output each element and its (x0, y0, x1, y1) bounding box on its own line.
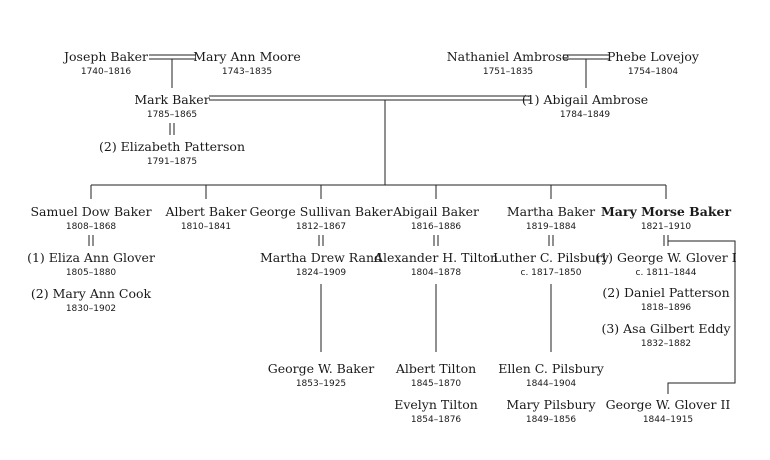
person-dates: 1844–1904 (525, 379, 577, 389)
person-name: Abigail Baker (392, 204, 480, 219)
person-name: Martha Baker (506, 204, 596, 219)
person-name: Phebe Lovejoy (607, 49, 699, 64)
person-dates: 1810–1841 (180, 222, 232, 232)
person-mary-pilsbury: Mary Pilsbury 1849–1856 (506, 397, 595, 426)
person-mark-baker: Mark Baker 1785–1865 (134, 92, 209, 121)
person-dates: 1754–1804 (627, 67, 679, 77)
person-name: (2) Daniel Patterson (602, 285, 730, 300)
person-name: Samuel Dow Baker (30, 204, 152, 219)
person-name: (2) Mary Ann Cook (30, 286, 152, 301)
person-name: Mark Baker (134, 92, 210, 107)
person-dates: 1844–1915 (642, 415, 694, 425)
person-luther-c-pilsbury: Luther C. Pilsbury c. 1817–1850 (493, 250, 609, 279)
person-dates: 1784–1849 (559, 110, 611, 120)
person-dates: 1854–1876 (410, 415, 462, 425)
person-dates: 1818–1896 (640, 303, 692, 313)
person-dates: 1816–1886 (410, 222, 462, 232)
person-abigail-ambrose: (1) Abigail Ambrose 1784–1849 (522, 92, 648, 121)
person-dates: 1853–1925 (295, 379, 347, 389)
person-elizabeth-patterson: (2) Elizabeth Patterson 1791–1875 (99, 139, 245, 168)
person-albert-tilton: Albert Tilton 1845–1870 (396, 361, 476, 390)
person-name: Albert Baker (165, 204, 247, 219)
person-dates: 1824–1909 (295, 268, 347, 278)
person-ellen-c-pilsbury: Ellen C. Pilsbury 1844–1904 (498, 361, 604, 390)
person-dates: 1832–1882 (640, 339, 692, 349)
person-name: Evelyn Tilton (394, 397, 478, 412)
person-nathaniel-ambrose: Nathaniel Ambrose 1751–1835 (447, 49, 570, 78)
person-dates: 1845–1870 (410, 379, 462, 389)
person-george-w-glover-ii: George W. Glover II 1844–1915 (606, 397, 731, 426)
person-daniel-patterson: (2) Daniel Patterson 1818–1896 (602, 285, 729, 314)
person-martha-baker: Martha Baker 1819–1884 (507, 204, 595, 233)
person-dates: 1821–1910 (640, 222, 692, 232)
person-name: Luther C. Pilsbury (493, 250, 609, 265)
person-george-sullivan-baker: George Sullivan Baker 1812–1867 (250, 204, 393, 233)
person-name: (1) George W. Glover I (595, 250, 737, 265)
person-eliza-ann-glover: (1) Eliza Ann Glover 1805–1880 (27, 250, 155, 279)
person-martha-drew-rand: Martha Drew Rand 1824–1909 (260, 250, 382, 279)
person-samuel-dow-baker: Samuel Dow Baker 1808–1868 (30, 204, 151, 233)
person-name: Mary Ann Moore (193, 49, 301, 64)
person-name: Albert Tilton (395, 361, 477, 376)
person-name: (2) Elizabeth Patterson (99, 139, 245, 154)
person-dates: c. 1817–1850 (520, 268, 582, 278)
person-dates: 1849–1856 (525, 415, 577, 425)
person-mary-morse-baker: Mary Morse Baker 1821–1910 (601, 204, 731, 233)
person-dates: 1819–1884 (525, 222, 577, 232)
person-dates: 1830–1902 (65, 304, 117, 314)
person-dates: c. 1811–1844 (635, 268, 697, 278)
person-dates: 1812–1867 (295, 222, 347, 232)
person-name: (1) Eliza Ann Glover (27, 250, 155, 265)
person-name: George W. Glover II (605, 397, 731, 412)
person-name: (3) Asa Gilbert Eddy (601, 321, 731, 336)
person-dates: 1751–1835 (482, 67, 534, 77)
person-phebe-lovejoy: Phebe Lovejoy 1754–1804 (607, 49, 699, 78)
person-name: George W. Baker (267, 361, 375, 376)
person-name: Mary Pilsbury (506, 397, 596, 412)
person-albert-baker: Albert Baker 1810–1841 (166, 204, 247, 233)
person-joseph-baker: Joseph Baker 1740–1816 (64, 49, 148, 78)
person-name: Martha Drew Rand (260, 250, 382, 265)
person-asa-gilbert-eddy: (3) Asa Gilbert Eddy 1832–1882 (601, 321, 730, 350)
person-name: Ellen C. Pilsbury (498, 361, 604, 376)
person-abigail-baker: Abigail Baker 1816–1886 (393, 204, 479, 233)
person-name: Joseph Baker (64, 49, 148, 64)
person-name: Nathaniel Ambrose (446, 49, 570, 64)
person-name: George Sullivan Baker (249, 204, 393, 219)
person-dates: 1743–1835 (221, 67, 273, 77)
person-name: Alexander H. Tilton (373, 250, 499, 265)
person-dates: 1785–1865 (146, 110, 198, 120)
person-dates: 1808–1868 (65, 222, 117, 232)
person-mary-ann-cook: (2) Mary Ann Cook 1830–1902 (31, 286, 151, 315)
person-george-w-glover-i: (1) George W. Glover I c. 1811–1844 (595, 250, 736, 279)
person-name: Mary Morse Baker (600, 204, 732, 219)
person-dates: 1805–1880 (65, 268, 117, 278)
person-evelyn-tilton: Evelyn Tilton 1854–1876 (394, 397, 478, 426)
person-alexander-h-tilton: Alexander H. Tilton 1804–1878 (374, 250, 498, 279)
person-mary-ann-moore: Mary Ann Moore 1743–1835 (193, 49, 301, 78)
person-dates: 1804–1878 (410, 268, 462, 278)
person-name: (1) Abigail Ambrose (521, 92, 649, 107)
person-dates: 1740–1816 (80, 67, 132, 77)
person-dates: 1791–1875 (146, 157, 198, 167)
person-george-w-baker: George W. Baker 1853–1925 (268, 361, 374, 390)
